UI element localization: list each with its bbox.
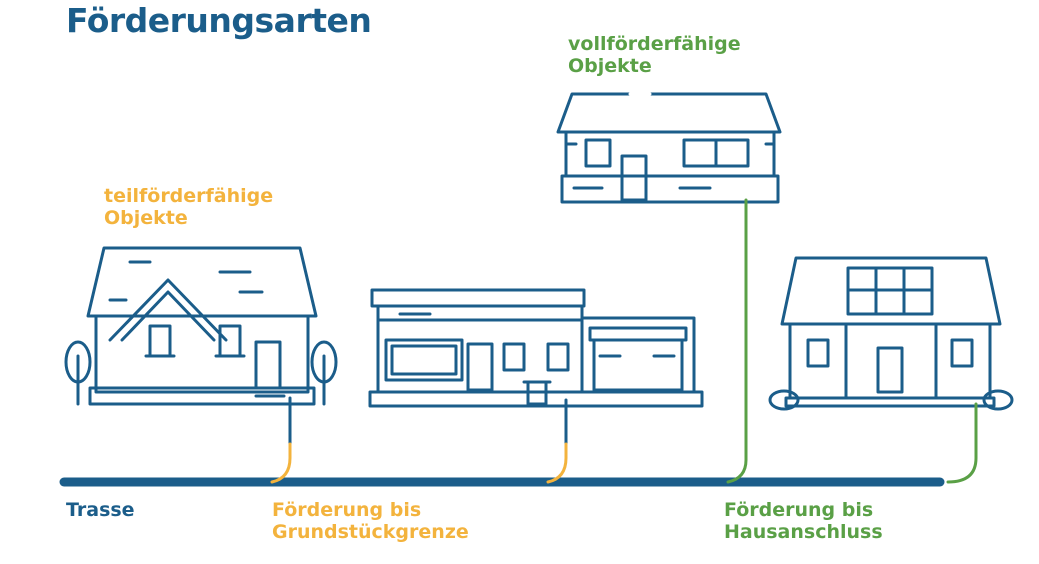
window-icon <box>546 342 570 372</box>
window-icon <box>384 338 464 382</box>
roof <box>86 246 318 318</box>
diagram-title: Förderungsarten <box>66 1 372 40</box>
roof <box>370 288 586 308</box>
roof <box>780 256 1002 326</box>
connection-partial-left <box>270 442 292 484</box>
label-foerderung-grundstueckgrenze: Förderung bis Grundstückgrenze <box>272 499 469 543</box>
door-icon <box>466 342 494 392</box>
house-full-right <box>768 256 1014 411</box>
connection-full-right <box>946 402 978 484</box>
window-icon <box>584 138 612 168</box>
window-icon <box>806 338 830 368</box>
window-icon <box>950 338 974 368</box>
house-full-top <box>556 92 782 204</box>
window-icon <box>148 324 172 358</box>
window-icon <box>502 342 526 372</box>
house-partial-left <box>64 246 338 406</box>
roof <box>556 92 782 134</box>
door-icon <box>620 154 648 202</box>
label-trasse: Trasse <box>66 499 135 521</box>
label-teilfoerderfaehige-objekte: teilförderfähige Objekte <box>104 185 274 229</box>
bush-icon <box>768 389 800 411</box>
window-icon <box>218 324 242 358</box>
door-icon <box>876 346 904 394</box>
gable <box>108 278 228 342</box>
bush-icon <box>982 389 1014 411</box>
label-foerderung-hausanschluss: Förderung bis Hausanschluss <box>724 499 883 543</box>
connection-full-top <box>726 198 748 484</box>
door-icon <box>254 340 282 390</box>
house-partial-middle <box>368 288 704 408</box>
label-vollfoerderfaehige-objekte: vollförderfähige Objekte <box>568 33 741 77</box>
connection-partial-middle <box>546 442 568 484</box>
